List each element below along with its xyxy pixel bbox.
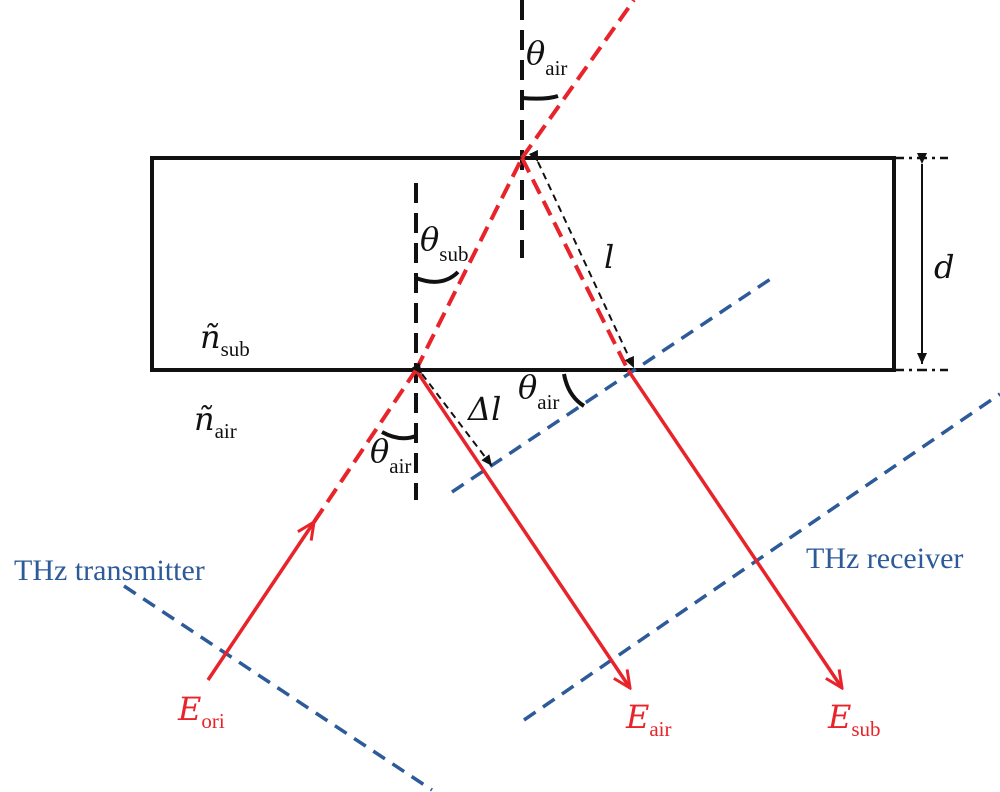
receiver-wavefront-inner xyxy=(451,276,773,494)
theta-air-bottom-label: θair xyxy=(370,432,411,478)
theta-air-receiver-arc xyxy=(562,373,586,408)
transmitted-ray-extension xyxy=(520,0,636,160)
thickness-d-label: d xyxy=(934,248,954,286)
path-length-l-arrow xyxy=(528,149,635,369)
transmitter-wavefront xyxy=(123,584,433,792)
air-reflected-ray xyxy=(414,369,630,688)
refracted-ray-in-substrate xyxy=(414,157,524,371)
theta-air-top-label: θair xyxy=(526,34,567,80)
theta-air-receiver-label: θair xyxy=(518,368,559,414)
e-ori-label: Eori xyxy=(177,690,225,733)
e-sub-label: Esub xyxy=(827,698,881,741)
theta-sub-label: θsub xyxy=(420,220,468,266)
n-substrate-label: ñsub xyxy=(200,318,250,361)
path-difference-label: Δl xyxy=(466,390,501,428)
incident-ray xyxy=(206,522,314,681)
transmitter-caption: THz transmitter xyxy=(14,554,205,587)
n-air-label: ñair xyxy=(194,400,237,443)
substrate-reflected-ray xyxy=(626,369,842,688)
incident-ray-extension xyxy=(312,368,418,524)
e-air-label: Eair xyxy=(625,698,672,741)
receiver-wavefront-outer xyxy=(523,392,1000,722)
path-difference-arrow xyxy=(411,362,493,467)
receiver-caption: THz receiver xyxy=(806,542,963,575)
path-length-l-label: l xyxy=(604,238,614,276)
theta-sub-arc xyxy=(415,270,460,284)
theta-air-top-arc xyxy=(521,94,559,101)
theta-air-bottom-arc xyxy=(381,430,417,441)
